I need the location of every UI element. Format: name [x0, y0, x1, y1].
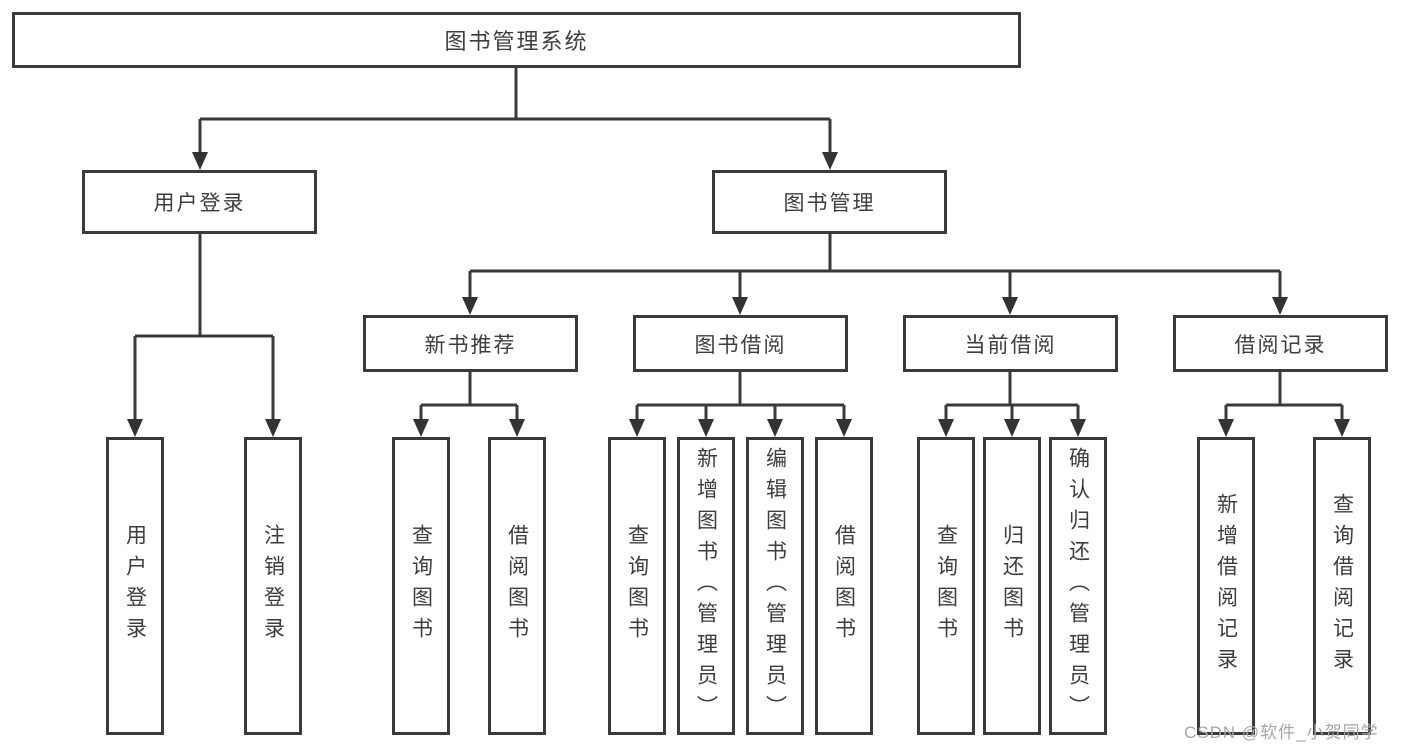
node-book-borrowing: 图书借阅	[633, 315, 848, 372]
node-current-borrowing: 当前借阅	[903, 315, 1118, 372]
leaf-borrow-books: 借阅图书	[815, 437, 873, 735]
leaf-confirm-return-admin: 确认归还（管理员）	[1049, 437, 1107, 735]
leaf-borrow-books-recommend: 借阅图书	[488, 437, 546, 735]
leaf-user-login: 用户登录	[106, 437, 164, 735]
leaf-return-books: 归还图书	[983, 437, 1041, 735]
node-new-book-recommendation: 新书推荐	[363, 315, 578, 372]
leaf-query-books-current: 查询图书	[917, 437, 975, 735]
leaf-add-books-admin: 新增图书（管理员）	[677, 437, 735, 735]
node-book-management: 图书管理	[712, 170, 947, 234]
watermark: CSDN @软件_小贺同学	[1184, 723, 1379, 742]
node-user-login: 用户登录	[82, 170, 317, 234]
leaf-logout: 注销登录	[244, 437, 302, 735]
leaf-query-books-borrow: 查询图书	[608, 437, 666, 735]
node-library-management-system: 图书管理系统	[12, 12, 1021, 68]
leaf-edit-books-admin: 编辑图书（管理员）	[746, 437, 804, 735]
leaf-add-borrow-record: 新增借阅记录	[1197, 437, 1255, 735]
leaf-query-books-recommend: 查询图书	[392, 437, 450, 735]
node-borrowing-records: 借阅记录	[1173, 315, 1388, 372]
leaf-query-borrow-record: 查询借阅记录	[1313, 437, 1371, 735]
